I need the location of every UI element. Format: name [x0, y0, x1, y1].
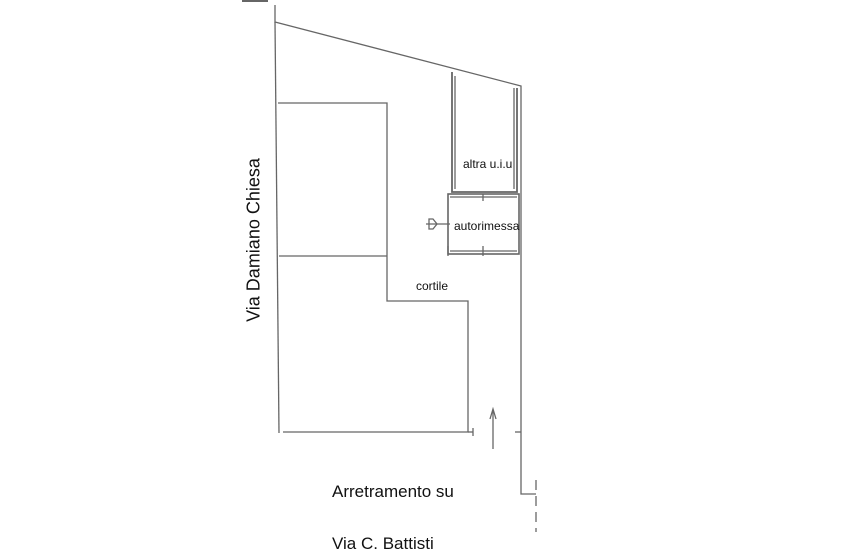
lot-left-edge [274, 21, 280, 434]
room-altra-outline [451, 72, 518, 193]
courtyard-label: cortile [416, 279, 449, 293]
setback-label: Arretramento su [332, 482, 454, 501]
lot-boundary [274, 5, 536, 495]
street-label-bottom: Via C. Battisti [332, 534, 434, 553]
entrance-icon [428, 218, 438, 230]
room-label-autorimessa: autorimessa [454, 219, 520, 233]
room-label-altra: altra u.i.u [463, 157, 513, 171]
street-label-left: Via Damiano Chiesa [243, 158, 264, 322]
building-outline [278, 102, 469, 433]
north-arrow-head-icon [489, 406, 497, 420]
